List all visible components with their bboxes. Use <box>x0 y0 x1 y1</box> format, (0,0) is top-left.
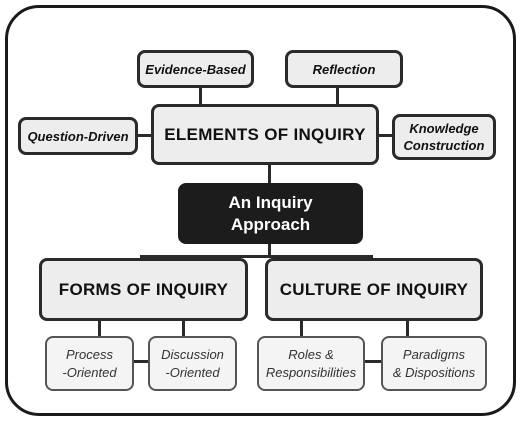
connector-discussion <box>182 319 185 337</box>
connector-center-vertical <box>268 242 271 256</box>
outer-frame <box>5 5 516 416</box>
connector-knowledge <box>376 134 394 137</box>
discussion-oriented-label-1: Discussion <box>161 346 224 362</box>
knowledge-construction-label-2: Construction <box>403 138 485 153</box>
elements-of-inquiry-box: ELEMENTS OF INQUIRY <box>151 104 379 165</box>
question-driven-label: Question-Driven <box>27 128 129 144</box>
culture-of-inquiry-title: CULTURE OF INQUIRY <box>279 279 469 299</box>
forms-of-inquiry-box: FORMS OF INQUIRY <box>39 258 248 321</box>
inquiry-approach-label-2: Approach <box>230 214 311 234</box>
connector-forms <box>140 255 143 260</box>
connector-roles <box>300 319 303 337</box>
roles-responsibilities-label-1: Roles & <box>288 346 334 362</box>
evidence-based-box: Evidence-Based <box>137 50 254 88</box>
connector-culture <box>370 255 373 260</box>
process-oriented-label-1: Process <box>66 346 113 362</box>
elements-of-inquiry-title: ELEMENTS OF INQUIRY <box>164 124 366 144</box>
inquiry-approach-label-1: An Inquiry <box>228 192 313 212</box>
process-oriented-box: Process -Oriented <box>45 336 134 391</box>
paradigms-dispositions-box: Paradigms & Dispositions <box>381 336 487 391</box>
connector-elements-center <box>268 164 271 184</box>
evidence-based-label: Evidence-Based <box>145 61 246 77</box>
connector-process <box>98 319 101 337</box>
connector-paradigms <box>406 319 409 337</box>
culture-of-inquiry-box: CULTURE OF INQUIRY <box>265 258 483 321</box>
inquiry-approach-box: An Inquiry Approach <box>178 183 363 244</box>
paradigms-dispositions-label-1: Paradigms <box>402 346 466 362</box>
connector-reflection <box>336 86 339 106</box>
connector-roles-paradigms <box>363 360 383 363</box>
connector-process-discussion <box>132 360 150 363</box>
connector-question <box>137 134 153 137</box>
reflection-label: Reflection <box>312 61 376 77</box>
reflection-box: Reflection <box>285 50 403 88</box>
roles-responsibilities-box: Roles & Responsibilities <box>257 336 365 391</box>
knowledge-construction-label-1: Knowledge <box>409 121 479 136</box>
process-oriented-label-2: -Oriented <box>62 364 117 380</box>
discussion-oriented-label-2: -Oriented <box>165 364 220 380</box>
roles-responsibilities-label-2: Responsibilities <box>265 364 357 380</box>
discussion-oriented-box: Discussion -Oriented <box>148 336 237 391</box>
question-driven-box: Question-Driven <box>18 117 138 155</box>
connector-evidence <box>199 86 202 106</box>
connector-center-horizontal <box>140 255 372 258</box>
knowledge-construction-box: Knowledge Construction <box>392 114 496 160</box>
paradigms-dispositions-label-2: & Dispositions <box>392 364 476 380</box>
forms-of-inquiry-title: FORMS OF INQUIRY <box>58 279 229 299</box>
